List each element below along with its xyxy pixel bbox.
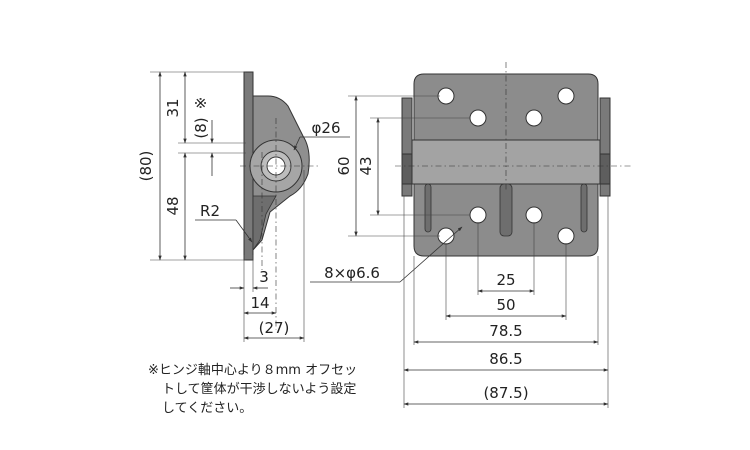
hole — [437, 87, 455, 105]
side-view-leaf — [252, 195, 277, 252]
note-line-1: ※ヒンジ軸中心より８mm オフセッ — [148, 363, 357, 378]
leaf-slot-right — [580, 183, 588, 233]
dim-hole-spec: 8×φ6.6 — [324, 264, 380, 282]
hole — [557, 87, 575, 105]
dim-14: 14 — [250, 294, 269, 312]
leaf-slot-left — [424, 183, 432, 233]
dim-78-5: 78.5 — [489, 322, 522, 340]
dim-radius: R2 — [200, 202, 220, 220]
knuckle-right-end — [599, 97, 611, 197]
dim-bottom-height: 48 — [164, 196, 182, 215]
dim-total-height: (80) — [137, 151, 155, 182]
front-view: 60 43 8×φ6.6 25 50 78.5 86.5 (87.5) — [310, 62, 632, 408]
dim-pin-diameter: φ26 — [312, 119, 341, 137]
mounting-holes — [437, 87, 575, 245]
knuckle-left-cap — [401, 153, 413, 185]
leaf-slot-center — [499, 183, 513, 237]
dim-43: 43 — [357, 156, 375, 175]
dim-27: (27) — [259, 319, 290, 337]
knuckle-left-end — [401, 97, 413, 197]
knuckle-right-cap — [599, 153, 611, 185]
dim-86-5: 86.5 — [489, 350, 522, 368]
dim-offset-mark: ※ — [192, 97, 210, 110]
hole — [469, 206, 487, 224]
hole — [557, 227, 575, 245]
dim-50: 50 — [496, 296, 515, 314]
note-line-2: トして筐体が干渉しないよう設定 — [162, 381, 356, 397]
dim-offset: (8) — [192, 117, 210, 138]
hole — [525, 109, 543, 127]
note-line-3: してください。 — [162, 401, 252, 416]
dim-top-height: 31 — [164, 98, 182, 117]
offset-note: ※ヒンジ軸中心より８mm オフセッ トして筐体が干渉しないよう設定 してください… — [148, 363, 357, 416]
side-view: (80) 31 (8) ※ 48 φ26 R2 3 14 (27) — [137, 71, 350, 342]
dim-87-5: (87.5) — [483, 384, 528, 402]
hole — [469, 109, 487, 127]
hole — [525, 206, 543, 224]
dim-plate-thickness: 3 — [259, 268, 269, 286]
dim-25: 25 — [496, 271, 515, 289]
dim-60: 60 — [335, 156, 353, 175]
